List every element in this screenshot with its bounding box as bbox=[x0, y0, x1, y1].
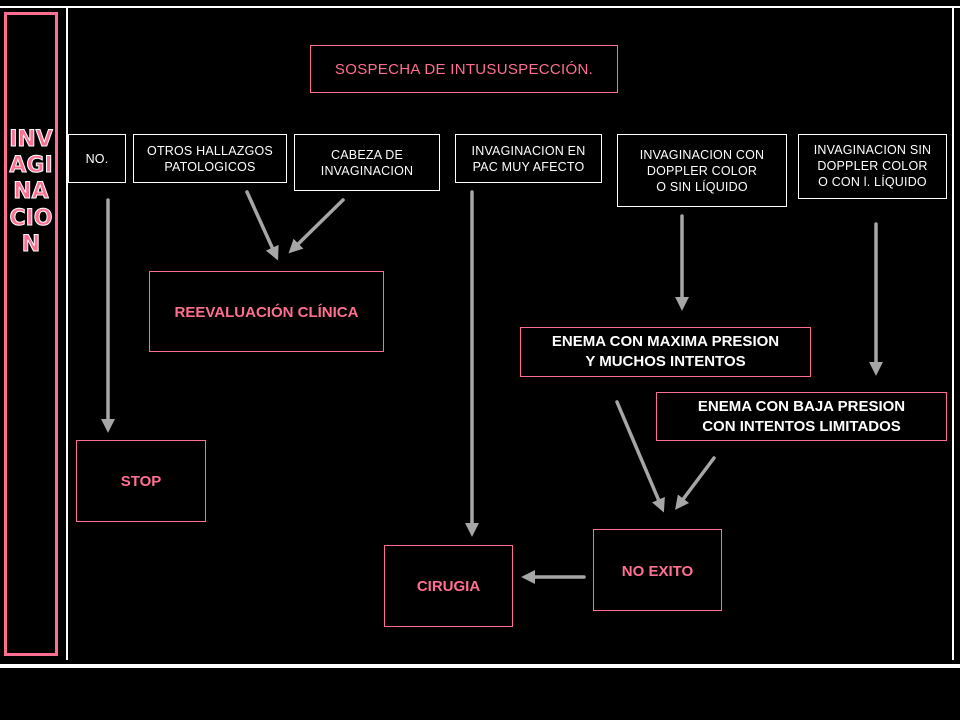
no-exito-label: NO EXITO bbox=[621, 563, 694, 580]
arrow-enema-maxima-to-no-exito bbox=[615, 400, 665, 513]
con-doppler-node: INVAGINACION CON DOPPLER COLOR O SIN LÍQ… bbox=[617, 134, 787, 207]
pac-afecto-node: INVAGINACION EN PAC MUY AFECTO bbox=[455, 134, 602, 183]
reevaluacion-node: REEVALUACIÓN CLÍNICA bbox=[149, 271, 384, 352]
cabeza-invaginacion-label: CABEZA DE INVAGINACION bbox=[320, 147, 414, 178]
arrow-enema-baja-to-no-exito bbox=[675, 456, 716, 510]
enema-baja-label: ENEMA CON BAJA PRESION CON INTENTOS LIMI… bbox=[697, 397, 906, 435]
otros-hallazgos-label: OTROS HALLAZGOS PATOLOGICOS bbox=[147, 144, 273, 174]
cabeza-invaginacion-node: CABEZA DE INVAGINACION bbox=[294, 134, 440, 191]
sin-doppler-label: INVAGINACION SIN DOPPLER COLOR O CON l. … bbox=[813, 143, 932, 189]
no-exito-node: NO EXITO bbox=[593, 529, 722, 611]
otros-hallazgos-node: OTROS HALLAZGOS PATOLOGICOS bbox=[133, 134, 287, 183]
cirugia-node: CIRUGIA bbox=[384, 545, 513, 627]
frame-right-line bbox=[952, 8, 954, 660]
pac-afecto-label: INVAGINACION EN PAC MUY AFECTO bbox=[471, 144, 586, 174]
sidebar-title: INVAGINACION bbox=[9, 126, 54, 257]
frame-top-line bbox=[0, 6, 960, 8]
stop-node: STOP bbox=[76, 440, 206, 522]
arrow-otros-to-reevaluacion bbox=[245, 190, 279, 261]
frame-left-line bbox=[66, 8, 68, 660]
frame-bottom-line bbox=[0, 664, 960, 668]
title-node-label: SOSPECHA DE INTUSUSPECCIÓN. bbox=[334, 60, 594, 78]
no-node-label: NO. bbox=[85, 151, 109, 166]
stop-label: STOP bbox=[120, 472, 162, 490]
arrow-cabeza-to-reevaluacion bbox=[288, 198, 345, 254]
title-node: SOSPECHA DE INTUSUSPECCIÓN. bbox=[310, 45, 618, 93]
enema-maxima-label: ENEMA CON MAXIMA PRESION Y MUCHOS INTENT… bbox=[551, 333, 780, 370]
cirugia-label: CIRUGIA bbox=[416, 577, 481, 595]
con-doppler-label: INVAGINACION CON DOPPLER COLOR O SIN LÍQ… bbox=[639, 147, 765, 194]
no-node: NO. bbox=[68, 134, 126, 183]
sin-doppler-node: INVAGINACION SIN DOPPLER COLOR O CON l. … bbox=[798, 134, 947, 199]
sidebar-title-box: INVAGINACION bbox=[4, 12, 58, 656]
enema-maxima-node: ENEMA CON MAXIMA PRESION Y MUCHOS INTENT… bbox=[520, 327, 811, 377]
reevaluacion-label: REEVALUACIÓN CLÍNICA bbox=[174, 304, 359, 321]
enema-baja-node: ENEMA CON BAJA PRESION CON INTENTOS LIMI… bbox=[656, 392, 947, 441]
